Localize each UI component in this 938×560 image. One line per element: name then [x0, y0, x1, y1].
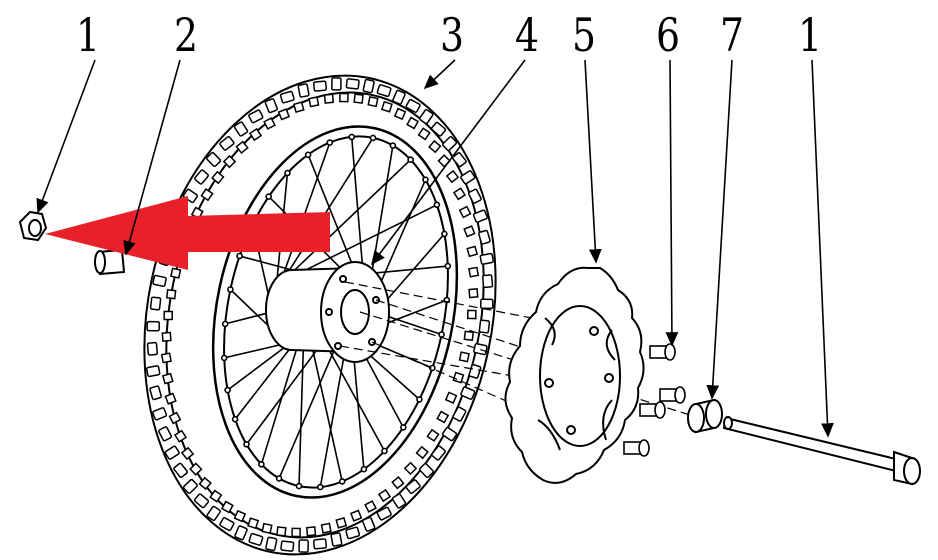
callout-1-axle-nut: 1 — [76, 8, 101, 62]
callout-1-axle: 1 — [798, 8, 823, 62]
leader-lines — [36, 59, 834, 438]
callout-4-hub: 4 — [515, 8, 540, 62]
axle-nut — [18, 210, 48, 242]
brake-disc-bolts — [623, 343, 686, 457]
wheel-hub — [265, 261, 390, 363]
axle-spacer — [687, 398, 723, 434]
axle-bolt — [722, 416, 921, 486]
red-direction-arrow — [45, 196, 330, 270]
wheel-spokes — [220, 133, 452, 491]
callout-2-spacer: 2 — [174, 8, 199, 62]
brake-disc — [504, 266, 645, 484]
callout-3-tire: 3 — [440, 8, 465, 62]
left-spacer — [94, 248, 126, 276]
callout-6-bolt: 6 — [656, 8, 681, 62]
callout-7-axle-spacer: 7 — [720, 8, 745, 62]
callout-5-brake-disc: 5 — [572, 8, 597, 62]
